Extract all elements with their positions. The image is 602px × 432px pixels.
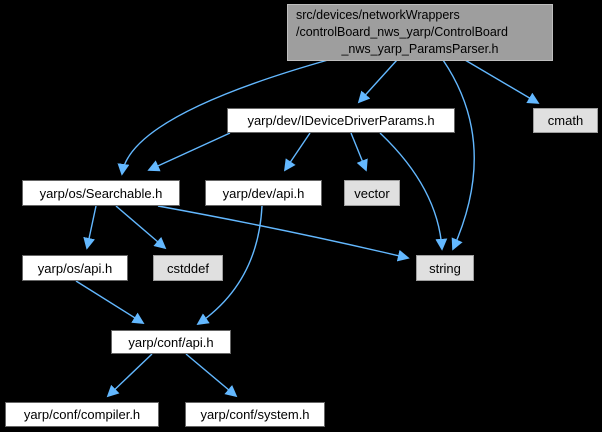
node-yarp-dev-api-h[interactable]: yarp/dev/api.h xyxy=(205,180,322,206)
node-yarp-os-api-h[interactable]: yarp/os/api.h xyxy=(22,255,128,281)
edge-idevice-to-vector xyxy=(350,132,368,172)
edge-main-to-searchable xyxy=(117,59,329,176)
edge-devapi-to-confapi xyxy=(196,205,263,326)
node-cmath: cmath xyxy=(533,108,598,133)
edge-main-to-cmath xyxy=(464,59,540,104)
node-cstddef: cstddef xyxy=(153,255,223,281)
edge-searchable-to-cstddef xyxy=(115,205,167,250)
edge-main-to-string xyxy=(442,59,475,251)
node-yarp-dev-idevicedriverparams-h[interactable]: yarp/dev/IDeviceDriverParams.h xyxy=(227,108,455,133)
edge-confapi-to-system xyxy=(185,353,238,398)
node-yarp-os-searchable-h[interactable]: yarp/os/Searchable.h xyxy=(22,180,180,206)
node-string: string xyxy=(416,255,474,281)
node-title-line1: src/devices/networkWrappers xyxy=(296,8,460,22)
edge-idevice-to-searchable xyxy=(147,132,231,172)
node-yarp-conf-system-h[interactable]: yarp/conf/system.h xyxy=(185,402,325,427)
edge-idevice-to-devapi xyxy=(284,132,311,172)
edge-main-to-idevicedriverparams xyxy=(357,59,398,104)
edge-idevice-to-string xyxy=(379,132,448,251)
node-title-line3: _nws_yarp_ParamsParser.h xyxy=(341,42,499,56)
edge-osapi-to-confapi xyxy=(75,280,145,324)
edge-searchable-to-osapi xyxy=(83,205,97,250)
node-title-line2: /controlBoard_nws_yarp/ControlBoard xyxy=(296,25,508,39)
edge-confapi-to-compiler xyxy=(106,353,153,398)
edge-searchable-to-string xyxy=(157,205,410,262)
node-yarp-conf-compiler-h[interactable]: yarp/conf/compiler.h xyxy=(5,402,159,427)
node-vector: vector xyxy=(344,180,400,206)
node-yarp-conf-api-h[interactable]: yarp/conf/api.h xyxy=(111,330,231,354)
node-controlboard-nws-yarp-paramsparser: src/devices/networkWrappers /controlBoar… xyxy=(287,4,553,61)
